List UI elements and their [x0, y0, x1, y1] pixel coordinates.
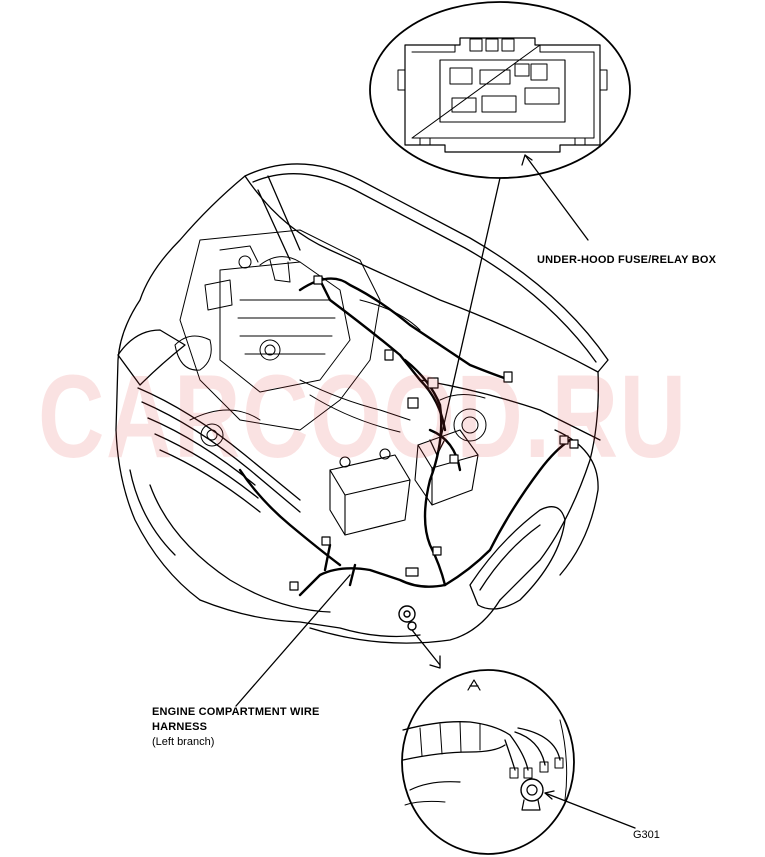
harness-label-line2: HARNESS: [152, 721, 208, 733]
battery: [329, 448, 411, 536]
harness-label-line1: ENGINE COMPARTMENT WIRE: [152, 706, 320, 718]
leader-lines: [235, 154, 636, 829]
wire-harness: [238, 277, 572, 597]
ground-point-on-vehicle: [398, 605, 417, 631]
brake-reservoir: [439, 394, 487, 442]
harness-connectors: [289, 275, 579, 591]
engine-block: [174, 229, 421, 447]
fuse-box-label: UNDER-HOOD FUSE/RELAY BOX: [537, 254, 717, 266]
ground-detail: [401, 669, 575, 855]
fuse-box-detail: [369, 1, 631, 179]
ground-point-label: G301: [633, 829, 660, 841]
harness-label-line3: (Left branch): [152, 736, 215, 748]
vehicle-body: [115, 163, 609, 644]
